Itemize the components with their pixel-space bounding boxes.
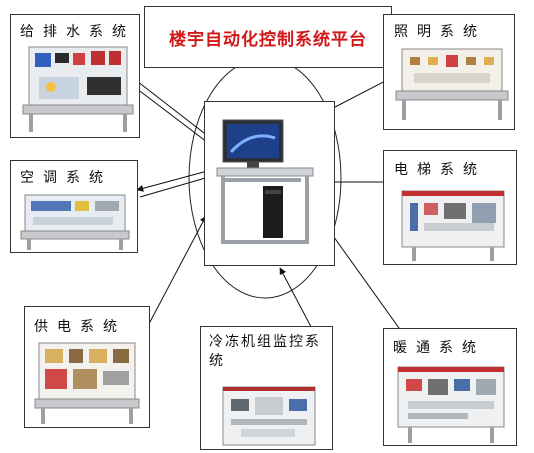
chiller-panel-image (222, 386, 316, 446)
lighting-panel-image (395, 48, 509, 120)
hvac-system-box: 暖通系统 (383, 328, 517, 446)
elevator-panel-image (401, 190, 505, 261)
chiller-system-box: 冷冻机组监控系统 (200, 326, 333, 450)
elevator-system-box: 电梯系统 (383, 150, 517, 265)
hvac-panel-image (397, 366, 505, 443)
water-system-label: 给排水系统 (20, 24, 135, 40)
power-panel-image (34, 342, 140, 424)
power-system-label: 供电系统 (34, 319, 126, 335)
chiller-system-label-wrap: 冷冻机组监控系统 (209, 333, 329, 371)
aircon-panel-image (20, 194, 130, 250)
platform-title-box: 楼宇自动化控制系统平台 (144, 6, 392, 68)
arrow-hvac (325, 225, 405, 336)
computer-workstation-image (216, 119, 314, 244)
water-system-box: 给排水系统 (10, 14, 140, 138)
power-system-box: 供电系统 (24, 306, 150, 428)
aircon-system-label: 空调系统 (20, 170, 112, 186)
water-panel-image (22, 46, 134, 132)
lighting-system-label: 照明系统 (394, 24, 486, 40)
hvac-system-label: 暖通系统 (393, 340, 485, 356)
platform-title: 楼宇自动化控制系统平台 (169, 29, 367, 50)
chiller-system-label: 冷冻机组监控系统 (209, 334, 321, 369)
aircon-system-box: 空调系统 (10, 160, 138, 253)
lighting-system-box: 照明系统 (383, 14, 515, 130)
central-computer-box (204, 101, 335, 266)
elevator-system-label: 电梯系统 (394, 162, 486, 178)
